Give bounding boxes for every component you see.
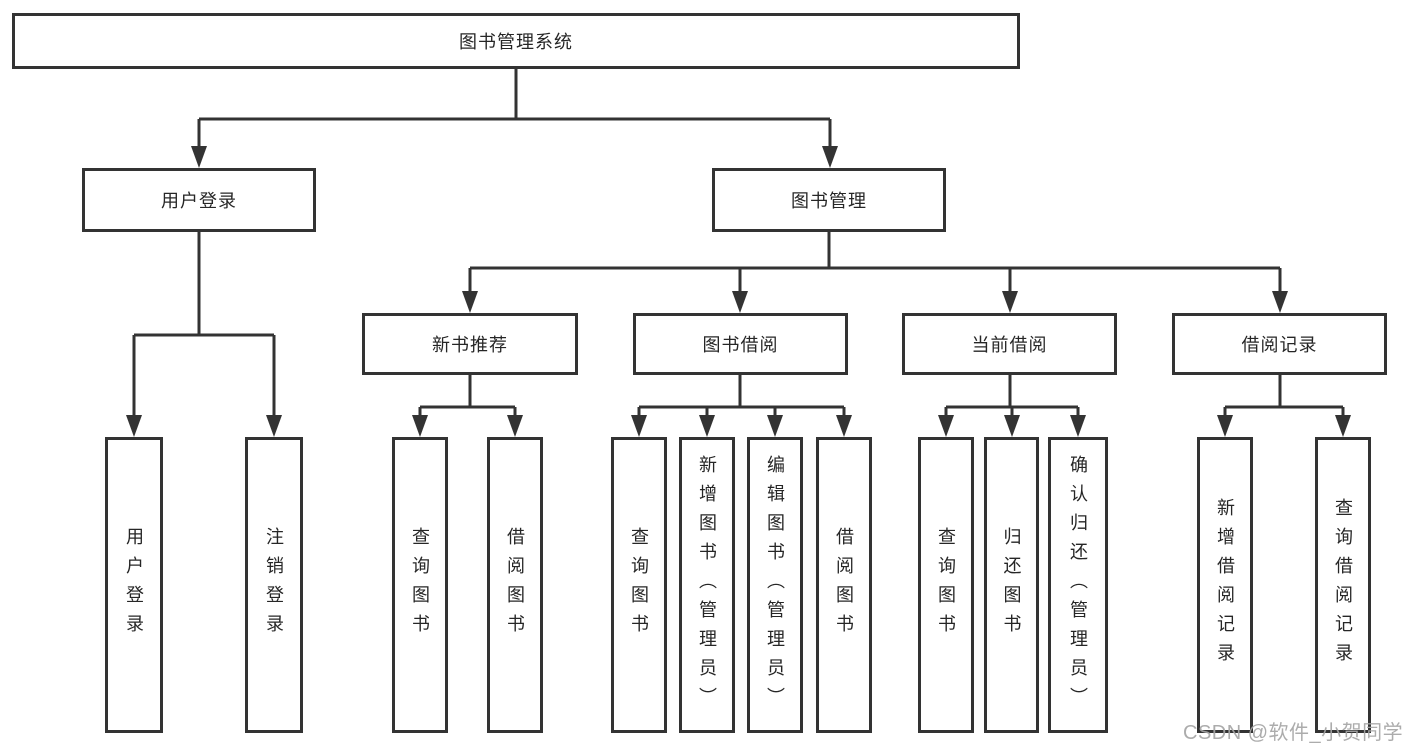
arrowheads <box>126 146 1351 437</box>
leaf-return-books-label: 归还图书 <box>1001 527 1022 643</box>
leaf-edit-book-admin-label: 编辑图书（管理员） <box>765 454 785 716</box>
leaf-add-book-admin-label: 新增图书（管理员） <box>697 454 717 716</box>
leaf-confirm-return-admin-label: 确认归还（管理员） <box>1068 454 1088 716</box>
node-user-login-label: 用户登录 <box>161 191 237 211</box>
leaf-query-books-2: 查询图书 <box>611 437 667 733</box>
leaf-logout-login-label: 注销登录 <box>264 527 284 643</box>
node-book-borrow: 图书借阅 <box>633 313 848 375</box>
leaf-logout-login: 注销登录 <box>245 437 303 733</box>
node-current-borrow-label: 当前借阅 <box>971 335 1048 355</box>
leaf-add-borrow-record-label: 新增借阅记录 <box>1215 498 1235 672</box>
leaf-query-borrow-record: 查询借阅记录 <box>1315 437 1371 733</box>
leaf-user-login: 用户登录 <box>105 437 163 733</box>
node-borrow-records-label: 借阅记录 <box>1241 335 1318 355</box>
leaf-add-borrow-record: 新增借阅记录 <box>1197 437 1253 733</box>
node-book-management: 图书管理 <box>712 168 946 232</box>
node-user-login: 用户登录 <box>82 168 316 232</box>
csdn-watermark: CSDN @软件_小贺同学 <box>1183 722 1404 744</box>
leaf-borrow-books-2-label: 借阅图书 <box>834 527 854 643</box>
leaf-edit-book-admin: 编辑图书（管理员） <box>747 437 803 733</box>
leaf-add-book-admin: 新增图书（管理员） <box>679 437 735 733</box>
leaf-query-books-1-label: 查询图书 <box>410 527 430 643</box>
leaf-borrow-books-1: 借阅图书 <box>487 437 543 733</box>
node-new-book-recommend-label: 新书推荐 <box>432 335 508 355</box>
node-book-management-label: 图书管理 <box>791 191 867 211</box>
leaf-borrow-books-2: 借阅图书 <box>816 437 872 733</box>
node-book-borrow-label: 图书借阅 <box>702 335 779 355</box>
leaf-user-login-label: 用户登录 <box>124 527 144 643</box>
node-current-borrow: 当前借阅 <box>902 313 1117 375</box>
leaf-borrow-books-1-label: 借阅图书 <box>505 527 525 643</box>
node-root: 图书管理系统 <box>12 13 1020 69</box>
leaf-return-books: 归还图书 <box>984 437 1039 733</box>
leaf-query-books-3: 查询图书 <box>918 437 974 733</box>
node-borrow-records: 借阅记录 <box>1172 313 1387 375</box>
leaf-query-borrow-record-label: 查询借阅记录 <box>1333 498 1353 672</box>
leaf-query-books-2-label: 查询图书 <box>629 527 649 643</box>
leaf-confirm-return-admin: 确认归还（管理员） <box>1048 437 1108 733</box>
leaf-query-books-3-label: 查询图书 <box>936 527 956 643</box>
leaf-query-books-1: 查询图书 <box>392 437 448 733</box>
node-new-book-recommend: 新书推荐 <box>362 313 578 375</box>
node-root-label: 图书管理系统 <box>459 32 573 52</box>
